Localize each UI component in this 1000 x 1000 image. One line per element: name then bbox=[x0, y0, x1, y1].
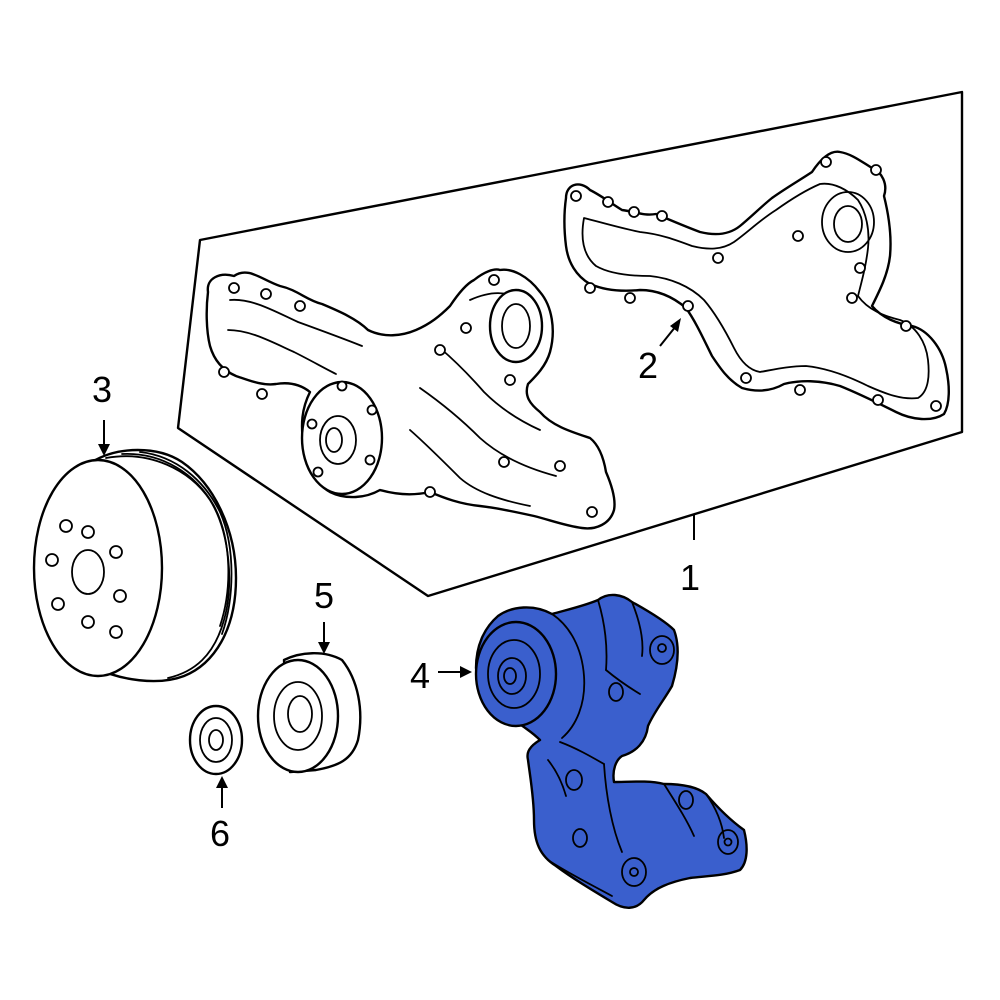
callout-leaders bbox=[98, 318, 695, 808]
dust-cover bbox=[188, 704, 244, 776]
callout-2: 2 bbox=[638, 345, 658, 386]
callout-5: 5 bbox=[314, 575, 334, 616]
pulley bbox=[32, 448, 238, 683]
callout-1: 1 bbox=[680, 557, 700, 598]
water-pump bbox=[205, 268, 616, 530]
callout-3: 3 bbox=[92, 369, 112, 410]
water-pump-gasket bbox=[563, 150, 950, 421]
callout-6: 6 bbox=[210, 813, 230, 854]
belt-tensioner bbox=[474, 593, 748, 909]
idler-pulley bbox=[256, 652, 362, 774]
callout-4: 4 bbox=[410, 655, 430, 696]
